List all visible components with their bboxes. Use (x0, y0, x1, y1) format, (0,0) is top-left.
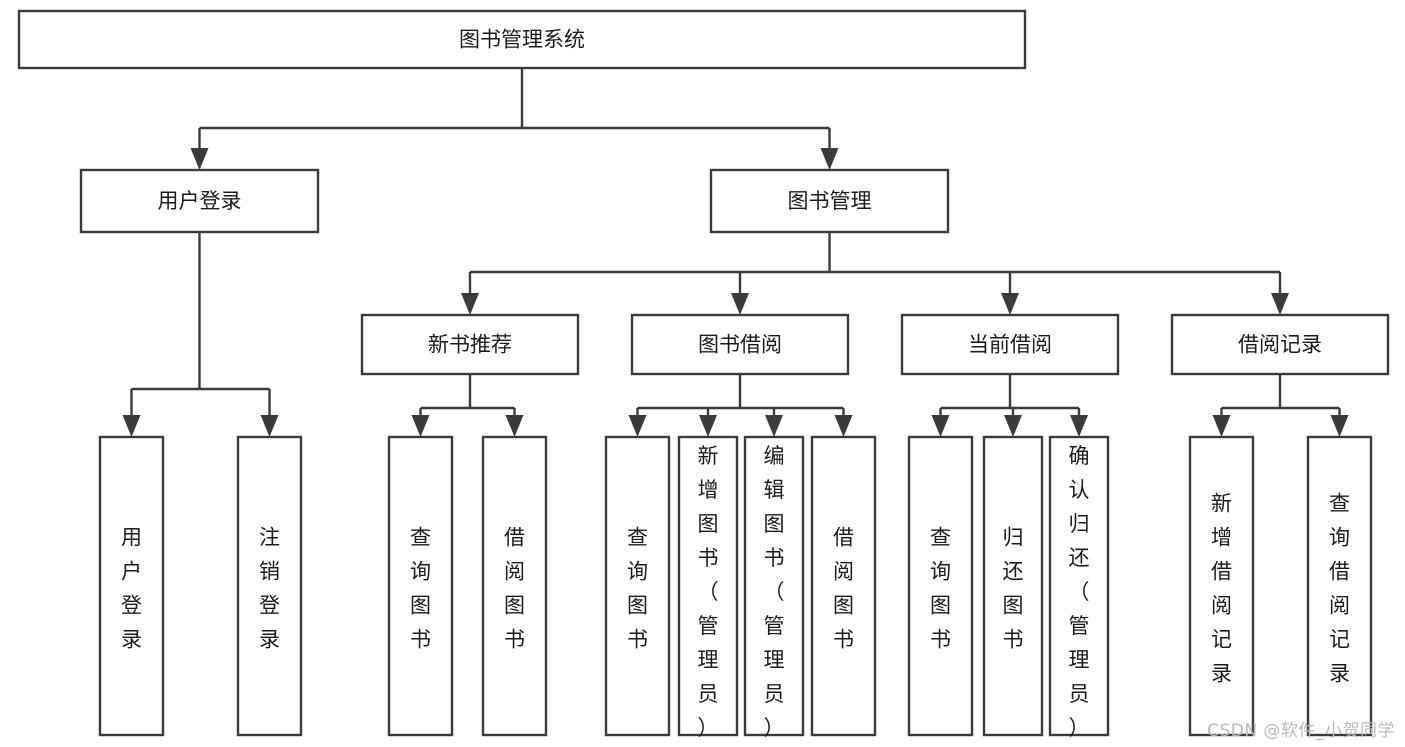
arrow-head-icon (1212, 415, 1231, 437)
node-book-borrow[interactable]: 图书借阅 (630, 313, 850, 376)
arrow-head-icon (1330, 415, 1349, 437)
arrow-head-icon (628, 415, 647, 437)
arrow-head-icon (190, 148, 209, 170)
node-root[interactable]: 图书管理系统 (17, 9, 1027, 70)
leaf-node-label: 借阅图书 (833, 526, 854, 652)
leaf-node-label: 归还图书 (1003, 526, 1024, 652)
node-label: 新书推荐 (428, 333, 512, 357)
connectors-layer (122, 68, 1349, 437)
node-label: 图书借阅 (698, 333, 782, 357)
node-label: 图书管理 (788, 189, 872, 213)
node-new-book-recommend[interactable]: 新书推荐 (360, 313, 580, 376)
leaf-node-label: 注销登录 (259, 526, 280, 652)
arrow-head-icon (765, 415, 783, 437)
arrow-head-icon (834, 415, 853, 437)
node-book-manage[interactable]: 图书管理 (709, 168, 950, 234)
node-label: 图书管理系统 (459, 28, 585, 52)
leaf-node-label: 确认归还（管理员） (1069, 444, 1090, 740)
arrow-head-icon (505, 415, 524, 437)
arrow-head-icon (411, 415, 430, 437)
leaf-node-leaf-edit-book[interactable]: 编辑图书（管理员） (743, 435, 805, 740)
leaf-node-label: 编辑图书（管理员） (764, 444, 785, 740)
leaf-node-leaf-query-book-1[interactable]: 查询图书 (387, 435, 454, 737)
arrow-head-icon (820, 148, 839, 170)
leaf-node-leaf-borrow-book-2[interactable]: 借阅图书 (810, 435, 877, 737)
arrow-head-icon (1004, 415, 1022, 437)
arrow-head-icon (699, 415, 717, 437)
node-borrow-record[interactable]: 借阅记录 (1170, 313, 1390, 376)
leaf-node-leaf-return-book[interactable]: 归还图书 (982, 435, 1044, 737)
leaf-node-leaf-add-record[interactable]: 新增借阅记录 (1188, 435, 1255, 737)
nodes-layer: 图书管理系统用户登录图书管理新书推荐图书借阅当前借阅借阅记录用户登录注销登录查询… (17, 9, 1390, 740)
arrow-head-icon (1001, 293, 1019, 315)
leaf-node-label: 借阅图书 (504, 526, 525, 652)
leaf-node-leaf-confirm-return[interactable]: 确认归还（管理员） (1048, 435, 1110, 740)
leaf-node-leaf-query-book-2[interactable]: 查询图书 (604, 435, 671, 737)
arrow-head-icon (1271, 293, 1289, 315)
leaf-node-leaf-add-book[interactable]: 新增图书（管理员） (677, 435, 739, 740)
leaf-node-label: 新增图书（管理员） (698, 444, 719, 740)
leaf-node-label: 查询借阅记录 (1329, 492, 1350, 686)
arrow-head-icon (260, 415, 279, 437)
arrow-head-icon (1070, 415, 1088, 437)
leaf-node-label: 新增借阅记录 (1211, 492, 1232, 686)
watermark-text: CSDN @软件_小贺同学 (1207, 721, 1395, 741)
node-current-borrow[interactable]: 当前借阅 (900, 313, 1120, 376)
node-label: 用户登录 (158, 189, 242, 213)
leaf-node-leaf-user-login[interactable]: 用户登录 (98, 435, 165, 737)
leaf-node-leaf-logout[interactable]: 注销登录 (236, 435, 303, 737)
node-user-login[interactable]: 用户登录 (79, 168, 320, 234)
leaf-node-leaf-query-book-3[interactable]: 查询图书 (907, 435, 974, 737)
arrow-head-icon (731, 293, 749, 315)
leaf-node-label: 查询图书 (410, 526, 431, 652)
leaf-node-leaf-borrow-book-1[interactable]: 借阅图书 (481, 435, 548, 737)
node-label: 当前借阅 (968, 333, 1052, 357)
leaf-node-label: 查询图书 (627, 526, 648, 652)
leaf-node-label: 查询图书 (930, 526, 951, 652)
leaf-node-label: 用户登录 (121, 526, 142, 652)
node-label: 借阅记录 (1238, 333, 1322, 357)
arrow-head-icon (931, 415, 950, 437)
leaf-node-leaf-query-record[interactable]: 查询借阅记录 (1306, 435, 1373, 737)
arrow-head-icon (461, 293, 479, 315)
arrow-head-icon (122, 415, 141, 437)
